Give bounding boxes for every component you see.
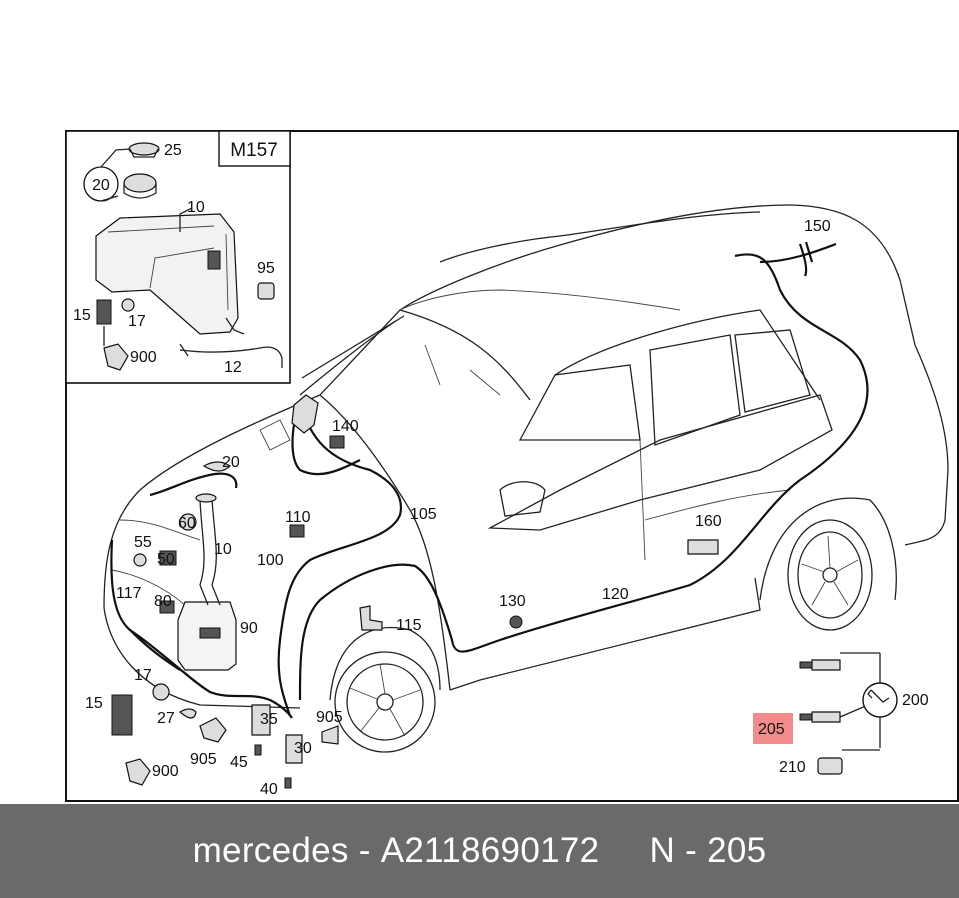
part-205-highlight bbox=[753, 713, 793, 744]
part-info-footer: mercedes - A2118690172 N - 205 bbox=[0, 804, 959, 898]
rear-wheel bbox=[759, 497, 897, 631]
callout-15: 15 bbox=[73, 307, 91, 324]
parts-diagram: M157 bbox=[65, 130, 959, 802]
vehicle-components bbox=[111, 394, 719, 789]
callout-labels: 25 20 10 95 15 17 900 12 150 140 20 110 … bbox=[73, 142, 929, 798]
callout-100: 100 bbox=[257, 552, 284, 569]
sensor-detail bbox=[799, 652, 898, 775]
callout-10: 10 bbox=[187, 199, 205, 216]
callout-25: 25 bbox=[164, 142, 182, 159]
callout-30: 30 bbox=[294, 740, 312, 757]
callout-45: 45 bbox=[230, 754, 248, 771]
callout-12: 12 bbox=[224, 359, 242, 376]
callout-90: 90 bbox=[240, 620, 258, 637]
callout-210: 210 bbox=[779, 759, 806, 776]
callout-17: 17 bbox=[134, 667, 152, 684]
callout-110: 110 bbox=[285, 509, 311, 526]
inset-code: M157 bbox=[230, 140, 278, 161]
front-wheel bbox=[329, 626, 441, 753]
footer-gap bbox=[599, 831, 649, 871]
callout-200: 200 bbox=[902, 692, 929, 709]
callout-115: 115 bbox=[396, 617, 422, 634]
callout-117: 117 bbox=[116, 585, 142, 602]
callout-50: 50 bbox=[157, 551, 175, 568]
vehicle-outline bbox=[103, 204, 949, 709]
callout-105: 105 bbox=[410, 506, 437, 523]
callout-130: 130 bbox=[499, 593, 526, 610]
part-number: A2118690172 bbox=[380, 831, 600, 870]
callout-80: 80 bbox=[154, 593, 172, 610]
callout-10: 10 bbox=[214, 541, 232, 558]
inset-code-box bbox=[218, 130, 291, 167]
diagram-frame bbox=[65, 130, 959, 802]
callout-900: 900 bbox=[152, 763, 179, 780]
callout-120: 120 bbox=[602, 586, 629, 603]
diagram-position: N - 205 bbox=[649, 831, 767, 870]
callout-140: 140 bbox=[332, 418, 359, 435]
footer-separator: - bbox=[348, 831, 381, 870]
callout-95: 95 bbox=[257, 260, 275, 277]
callout-905: 905 bbox=[316, 709, 343, 726]
callout-160: 160 bbox=[695, 513, 722, 530]
callout-35: 35 bbox=[260, 711, 278, 728]
brand-name: mercedes bbox=[192, 831, 349, 870]
callout-20: 20 bbox=[92, 177, 110, 194]
wiring-harness bbox=[110, 241, 869, 719]
inset-reservoir-drawing bbox=[83, 142, 283, 371]
callout-205: 205 bbox=[758, 721, 785, 738]
callout-150: 150 bbox=[804, 218, 831, 235]
callout-40: 40 bbox=[260, 781, 278, 798]
callout-27: 27 bbox=[157, 710, 175, 727]
callout-20: 20 bbox=[222, 454, 240, 471]
callout-60: 60 bbox=[178, 515, 196, 532]
callout-905: 905 bbox=[190, 751, 217, 768]
callout-55: 55 bbox=[134, 534, 152, 551]
callout-17: 17 bbox=[128, 313, 146, 330]
callout-900: 900 bbox=[130, 349, 157, 366]
callout-15: 15 bbox=[85, 695, 103, 712]
